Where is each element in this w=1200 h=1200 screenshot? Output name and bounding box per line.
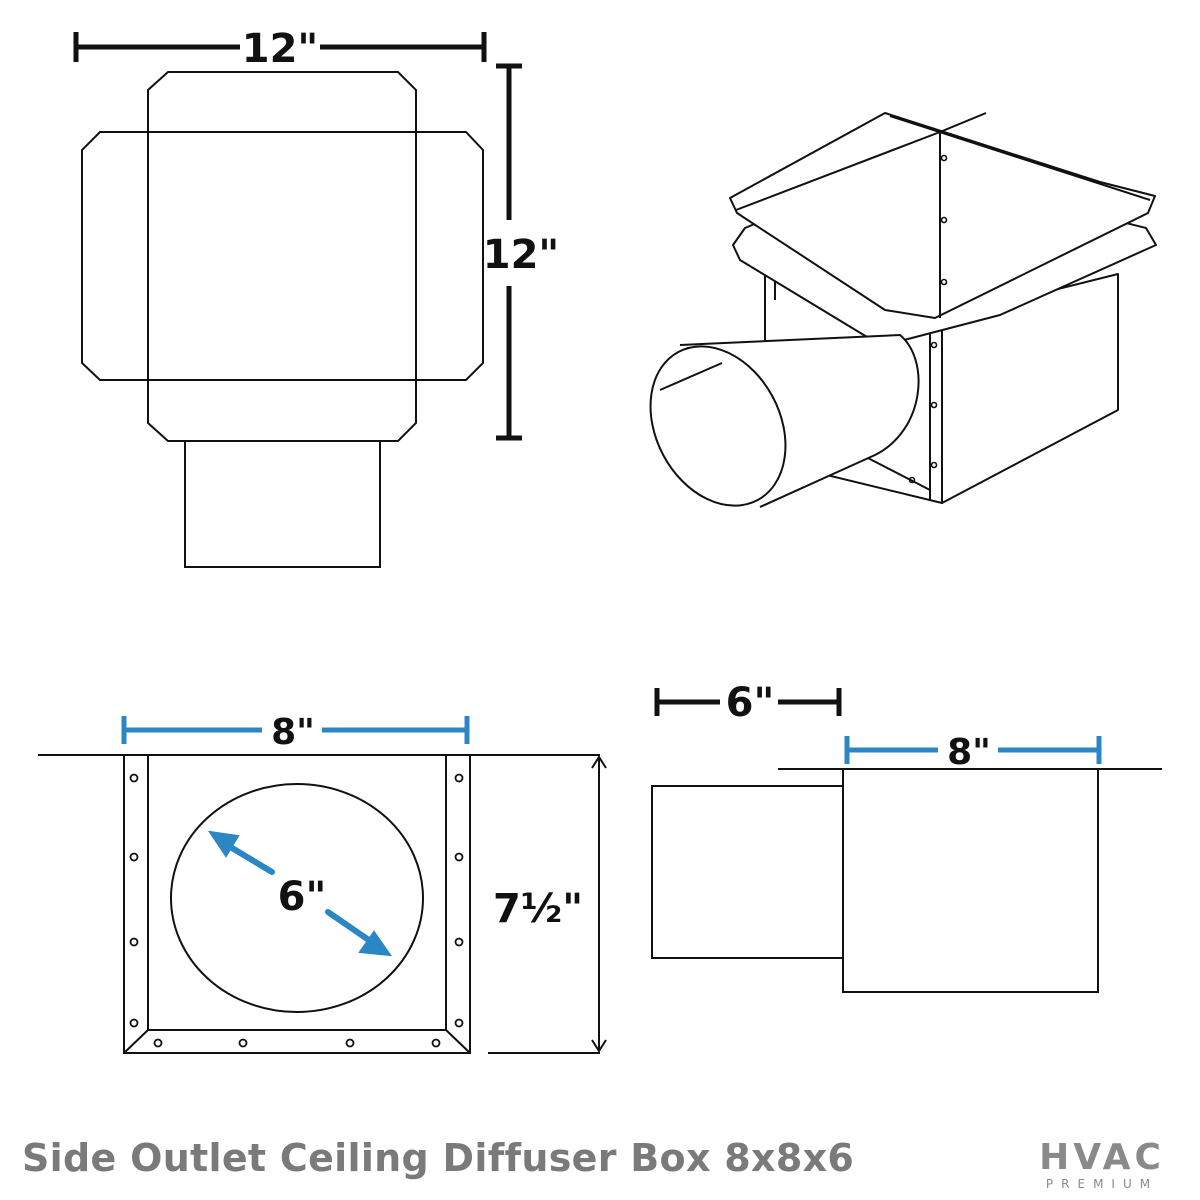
brand-logo: HVAC PREMIUM	[1018, 1140, 1186, 1192]
front-width-label: 8"	[271, 712, 315, 753]
top-height-dimension	[496, 63, 522, 441]
front-height-label: 7½"	[493, 886, 583, 932]
side-collar-dimension	[654, 688, 842, 716]
logo-main-text: HVAC	[1039, 1137, 1165, 1178]
logo-sub-text: PREMIUM	[1045, 1177, 1159, 1191]
top-width-dimension	[73, 32, 487, 62]
side-view	[651, 768, 1162, 993]
front-diameter-label: 6"	[278, 874, 327, 920]
side-collar-label: 6"	[726, 680, 775, 726]
iso-rivets	[908, 154, 948, 484]
top-view	[81, 71, 484, 568]
front-diameter-arrow	[207, 830, 393, 957]
top-view-collar	[184, 441, 381, 568]
iso-collar-opening	[649, 345, 787, 507]
top-height-label: 12"	[483, 232, 560, 278]
top-view-vertical-flange	[147, 71, 417, 442]
front-height-dimension	[488, 754, 607, 1054]
top-view-horizontal-flange	[81, 131, 484, 381]
front-collar-opening	[170, 783, 424, 1013]
isometric-view	[649, 112, 1157, 508]
iso-upper-flange	[729, 112, 1156, 319]
side-box-outline	[842, 768, 1099, 993]
front-view	[38, 754, 545, 1054]
front-box-inner-frame	[147, 755, 447, 1031]
top-width-label: 12"	[242, 26, 319, 72]
product-title: Side Outlet Ceiling Diffuser Box 8x8x6	[22, 1136, 855, 1180]
side-collar-outline	[651, 785, 843, 959]
side-width-label: 8"	[947, 732, 991, 773]
side-width-dimension	[844, 736, 1102, 764]
front-width-dimension	[121, 716, 470, 744]
front-rivets	[129, 773, 464, 1048]
front-box-outline	[123, 754, 471, 1054]
